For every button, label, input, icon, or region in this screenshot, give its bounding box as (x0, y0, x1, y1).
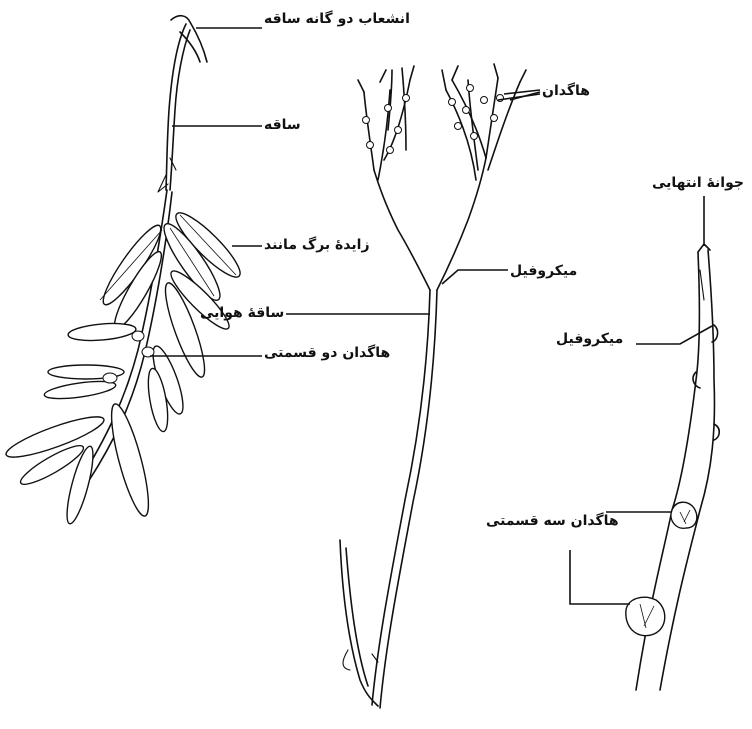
microphyll-bump (714, 424, 719, 440)
tip (494, 64, 498, 78)
pointer-microphyll-right (636, 326, 712, 344)
left-stem (166, 24, 186, 190)
tip (358, 80, 364, 92)
label-microphyll-middle: میکروفیل (510, 262, 577, 280)
tip (442, 70, 446, 90)
sub-branch (488, 82, 520, 170)
left-branch (374, 170, 430, 290)
stem-line (700, 270, 704, 300)
rhizome-branch-outline (346, 548, 368, 686)
sub-branch (378, 90, 390, 180)
pointer-microphyll (442, 270, 508, 284)
leaf (104, 401, 155, 519)
label-apical-bud: جوانهٔ انتهایی (652, 174, 744, 192)
left-stem-outline (170, 30, 190, 190)
sporangium (103, 373, 117, 383)
tip (520, 70, 526, 82)
left-plant (3, 16, 262, 526)
tripartite-sporangium-large (626, 597, 665, 635)
tip (452, 66, 458, 80)
label-microphyll-right: میکروفیل (556, 330, 623, 348)
sub-branch (468, 80, 478, 170)
rhizome-branch (340, 540, 378, 706)
sporangium (132, 331, 144, 341)
right-plant (570, 196, 719, 690)
sub-branch (364, 92, 374, 170)
label-sporangia: هاگدان (542, 82, 590, 100)
stem-right-edge (660, 250, 714, 690)
label-tripartite-sporangium: هاگدان سه قسمتی (486, 512, 619, 530)
small-branch (343, 650, 350, 670)
tripartite-sporangium (671, 502, 697, 528)
label-aerial-stem: ساقهٔ هوایی (200, 304, 284, 322)
pointer-tripartite-large (570, 550, 630, 604)
tip (410, 66, 414, 80)
label-dichotomous-branching: انشعاب دو گانه ساقه (264, 10, 410, 28)
leaf (67, 321, 136, 343)
label-stem: ساقه (264, 116, 301, 134)
middle-plant (286, 64, 540, 708)
label-leaflike-appendage: زایدهٔ برگ مانند (264, 236, 370, 254)
pointer-sporangia (498, 94, 540, 100)
tip (380, 70, 386, 82)
label-bipartite-sporangium: هاگدان دو قسمتی (264, 344, 390, 362)
